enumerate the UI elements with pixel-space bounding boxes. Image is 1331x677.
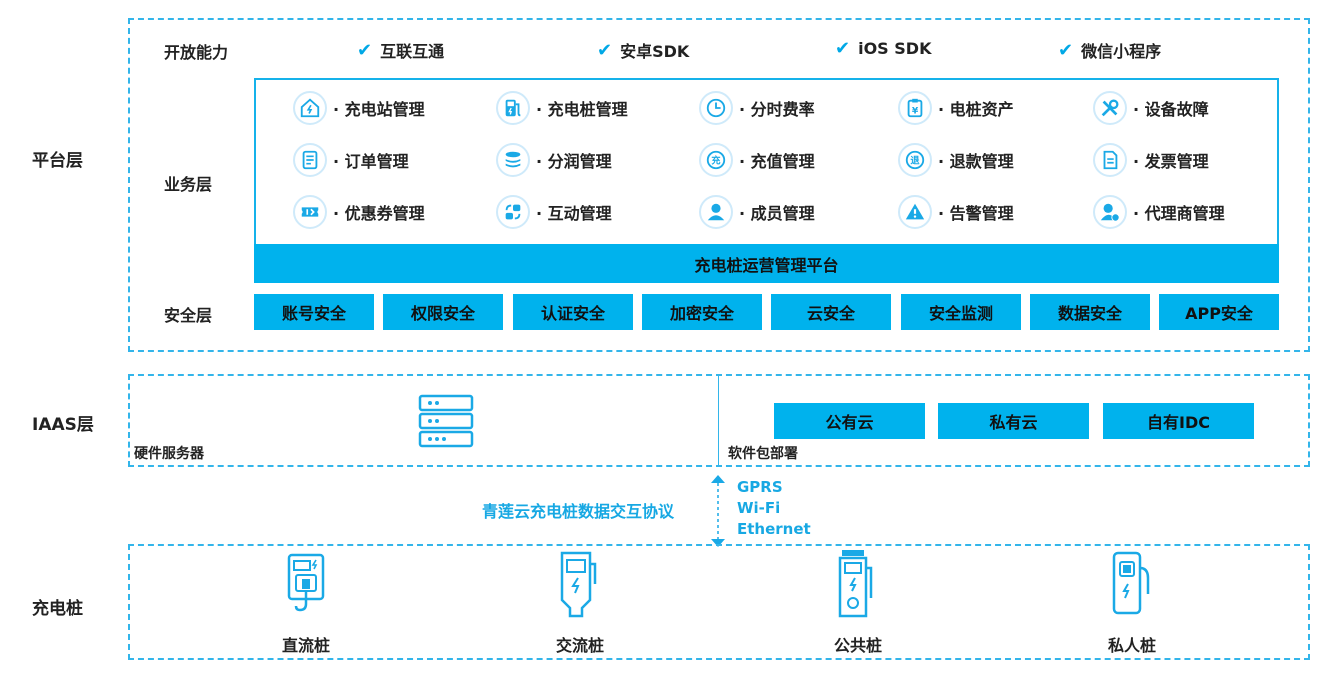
server-stack-icon: [418, 394, 474, 452]
check-icon: ✔: [357, 39, 373, 61]
biz-item-rate: · 分时费率: [699, 91, 815, 125]
check-icon: ✔: [1058, 39, 1074, 61]
biz-item-label: · 成员管理: [739, 204, 815, 223]
pile-label-dc: 直流桩: [282, 636, 331, 655]
recharge-icon: 充: [699, 143, 733, 177]
clock-icon: [699, 91, 733, 125]
biz-item-asset: ¥ · 电桩资产: [898, 91, 1014, 125]
pile-label-public: 公共桩: [834, 636, 883, 655]
network-wifi: Wi-Fi: [737, 499, 781, 517]
member-icon: [699, 195, 733, 229]
recharge-glyph: 充: [711, 155, 720, 167]
biz-item-station: · 充电站管理: [293, 91, 425, 125]
biz-item-label: · 电桩资产: [938, 100, 1014, 119]
layer-label-charger: 充电桩: [32, 599, 83, 619]
hardware-server-label: 硬件服务器: [134, 446, 204, 462]
biz-item-label: · 设备故障: [1133, 100, 1209, 119]
biz-item-recharge: 充 · 充值管理: [699, 143, 815, 177]
platform-layer-box: [128, 18, 1310, 352]
invoice-icon: [1093, 143, 1127, 177]
biz-item-label: · 代理商管理: [1133, 204, 1225, 223]
open-item-interconnect: ✔ 互联互通: [357, 38, 444, 62]
security-item-app: APP安全: [1159, 294, 1279, 330]
open-item-wechat-miniprogram: ✔ 微信小程序: [1058, 38, 1161, 62]
refund-icon: 退: [898, 143, 932, 177]
biz-item-refund: 退 · 退款管理: [898, 143, 1014, 177]
check-icon: ✔: [835, 38, 851, 59]
security-item-account: 账号安全: [254, 294, 374, 330]
biz-item-agent: · 代理商管理: [1093, 195, 1225, 229]
network-ethernet: Ethernet: [737, 520, 811, 538]
cloud-private: 私有云: [938, 403, 1089, 439]
open-capability-label: 开放能力: [164, 43, 229, 62]
security-item-monitor: 安全监测: [901, 294, 1021, 330]
biz-item-alarm: · 告警管理: [898, 195, 1014, 229]
public-pile-icon: [836, 548, 876, 624]
cloud-own-idc: 自有IDC: [1103, 403, 1254, 439]
platform-title-bar: 充电桩运营管理平台: [254, 244, 1279, 283]
security-item-encryption: 加密安全: [642, 294, 762, 330]
security-item-permission: 权限安全: [383, 294, 503, 330]
pile-label-private: 私人桩: [1108, 636, 1157, 655]
security-item-data: 数据安全: [1030, 294, 1150, 330]
biz-item-label: · 分润管理: [536, 152, 612, 171]
software-deploy-label: 软件包部署: [728, 446, 798, 462]
charger-layer-box: [128, 544, 1310, 660]
protocol-name: 青莲云充电桩数据交互协议: [482, 502, 675, 521]
biz-item-order: · 订单管理: [293, 143, 409, 177]
biz-item-profit: · 分润管理: [496, 143, 612, 177]
pile-label-ac: 交流桩: [556, 636, 605, 655]
security-item-auth: 认证安全: [513, 294, 633, 330]
biz-item-label: · 优惠券管理: [333, 204, 425, 223]
dc-pile-icon: [286, 552, 330, 622]
open-item-label: 安卓SDK: [620, 42, 690, 61]
open-item-ios-sdk: ✔ iOS SDK: [835, 38, 931, 59]
biz-item-label: · 分时费率: [739, 100, 815, 119]
biz-item-label: · 告警管理: [938, 204, 1014, 223]
refund-glyph: 退: [910, 156, 920, 167]
biz-item-label: · 充电桩管理: [536, 100, 628, 119]
coupon-icon: [293, 195, 327, 229]
open-item-label: 微信小程序: [1081, 42, 1162, 61]
iaas-divider: [718, 376, 719, 465]
network-gprs: GPRS: [737, 478, 783, 496]
double-arrow-icon: [708, 473, 728, 553]
asset-clipboard-icon: ¥: [898, 91, 932, 125]
station-home-icon: [293, 91, 327, 125]
layer-label-iaas: IAAS层: [32, 415, 94, 435]
biz-item-coupon: · 优惠券管理: [293, 195, 425, 229]
security-item-cloud: 云安全: [771, 294, 891, 330]
database-stack-icon: [496, 143, 530, 177]
open-item-android-sdk: ✔ 安卓SDK: [597, 38, 689, 62]
biz-item-pile: · 充电桩管理: [496, 91, 628, 125]
ac-pile-icon: [556, 550, 600, 624]
open-item-label: iOS SDK: [858, 39, 932, 58]
yen-glyph: ¥: [912, 106, 919, 117]
biz-item-fault: · 设备故障: [1093, 91, 1209, 125]
biz-item-label: · 充电站管理: [333, 100, 425, 119]
warning-icon: [898, 195, 932, 229]
check-icon: ✔: [597, 39, 613, 61]
order-list-icon: [293, 143, 327, 177]
biz-item-label: · 充值管理: [739, 152, 815, 171]
biz-item-label: · 订单管理: [333, 152, 409, 171]
interaction-icon: [496, 195, 530, 229]
layer-label-platform: 平台层: [32, 151, 83, 171]
biz-item-label: · 发票管理: [1133, 152, 1209, 171]
open-item-label: 互联互通: [380, 42, 445, 61]
security-layer-label: 安全层: [164, 306, 213, 325]
fuel-pump-icon: [496, 91, 530, 125]
iaas-layer-box: [128, 374, 1310, 467]
biz-item-label: · 退款管理: [938, 152, 1014, 171]
private-pile-icon: [1110, 550, 1154, 622]
business-layer-label: 业务层: [164, 175, 213, 194]
cloud-public: 公有云: [774, 403, 925, 439]
biz-item-member: · 成员管理: [699, 195, 815, 229]
biz-item-label: · 互动管理: [536, 204, 612, 223]
biz-item-interaction: · 互动管理: [496, 195, 612, 229]
wrench-icon: [1093, 91, 1127, 125]
biz-item-invoice: · 发票管理: [1093, 143, 1209, 177]
agent-icon: [1093, 195, 1127, 229]
